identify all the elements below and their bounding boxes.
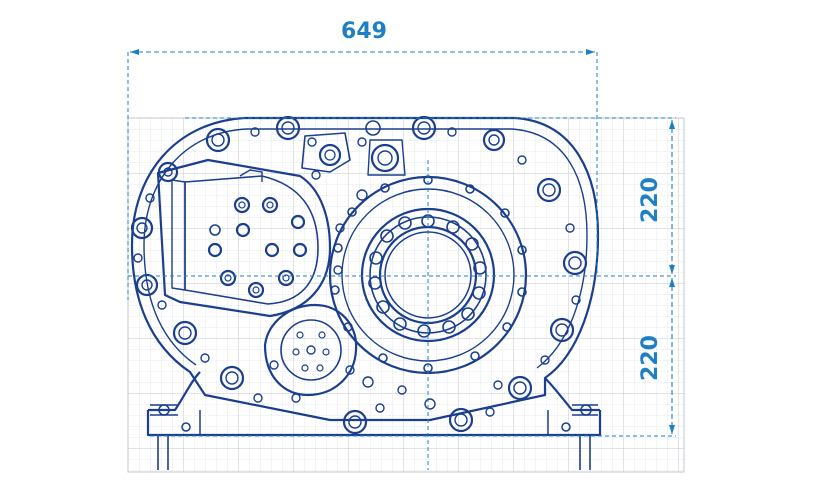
housing-outline: [130, 116, 600, 422]
perimeter-bolts: [130, 115, 588, 435]
base-feet: [146, 371, 602, 470]
height-lower-dimension-label: 220: [638, 335, 663, 381]
hatch-cover: [156, 158, 332, 318]
small-bolts: [133, 127, 581, 417]
dimension-lines: [127, 49, 676, 470]
bearing-ring: [368, 214, 487, 338]
lower-flange: [263, 303, 358, 403]
width-dimension-label: 649: [341, 19, 387, 44]
height-upper-dimension-label: 220: [638, 177, 663, 223]
top-fittings: [301, 120, 406, 201]
